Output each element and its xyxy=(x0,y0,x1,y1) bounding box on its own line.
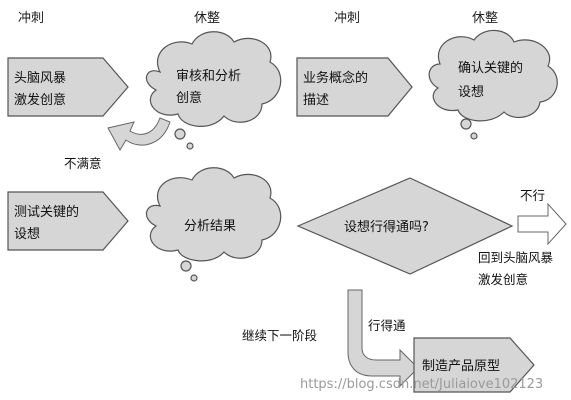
review-cloud-node: 审核和分析 创意 xyxy=(145,31,282,150)
back-to-brainstorm-line-1: 回到头脑风暴 xyxy=(478,250,554,265)
next-stage-label: 继续下一阶段 xyxy=(242,328,317,343)
describe-line-1: 业务概念的 xyxy=(303,70,368,86)
no-label: 不行 xyxy=(520,188,545,203)
brainstorm-line-1: 头脑风暴 xyxy=(14,71,66,86)
decision-label: 设想行得通吗? xyxy=(344,219,429,235)
analyze-label: 分析结果 xyxy=(184,219,236,234)
unsatisfied-label: 不满意 xyxy=(64,156,102,171)
test-node: 测试关键的 设想 xyxy=(7,191,129,251)
describe-node: 业务概念的 描述 xyxy=(296,57,413,117)
test-line-1: 测试关键的 xyxy=(14,204,79,220)
watermark-text: https://blog.csdn.net/Juliaiove102123 xyxy=(300,377,543,392)
review-line-1: 审核和分析 xyxy=(176,69,241,84)
describe-line-2: 描述 xyxy=(303,93,329,108)
return-arrow-unsatisfied xyxy=(107,117,171,152)
prototype-node: 制造产品原型 xyxy=(413,337,535,393)
brainstorm-node: 头脑风暴 激发创意 xyxy=(7,57,129,117)
back-to-brainstorm-line-2: 激发创意 xyxy=(478,272,528,287)
analyze-cloud-node: 分析结果 xyxy=(145,167,282,282)
brainstorm-line-2: 激发创意 xyxy=(14,92,66,108)
works-arrow xyxy=(347,289,419,388)
prototype-label: 制造产品原型 xyxy=(422,359,500,374)
phase-label-sprint-1: 冲刺 xyxy=(18,11,44,26)
confirm-line-2: 设想 xyxy=(458,84,484,100)
review-line-2: 创意 xyxy=(176,90,202,106)
test-line-2: 设想 xyxy=(14,226,40,242)
confirm-cloud-node: 确认关键的 设想 xyxy=(428,29,558,140)
phase-label-rest-2: 休整 xyxy=(472,11,498,26)
decision-diamond-node: 设想行得通吗? xyxy=(296,177,514,275)
phase-label-rest-1: 休整 xyxy=(194,11,220,26)
works-label: 行得通 xyxy=(368,318,406,333)
phase-label-sprint-2: 冲刺 xyxy=(334,11,360,26)
confirm-line-1: 确认关键的 xyxy=(458,60,523,76)
no-arrow xyxy=(517,202,567,246)
